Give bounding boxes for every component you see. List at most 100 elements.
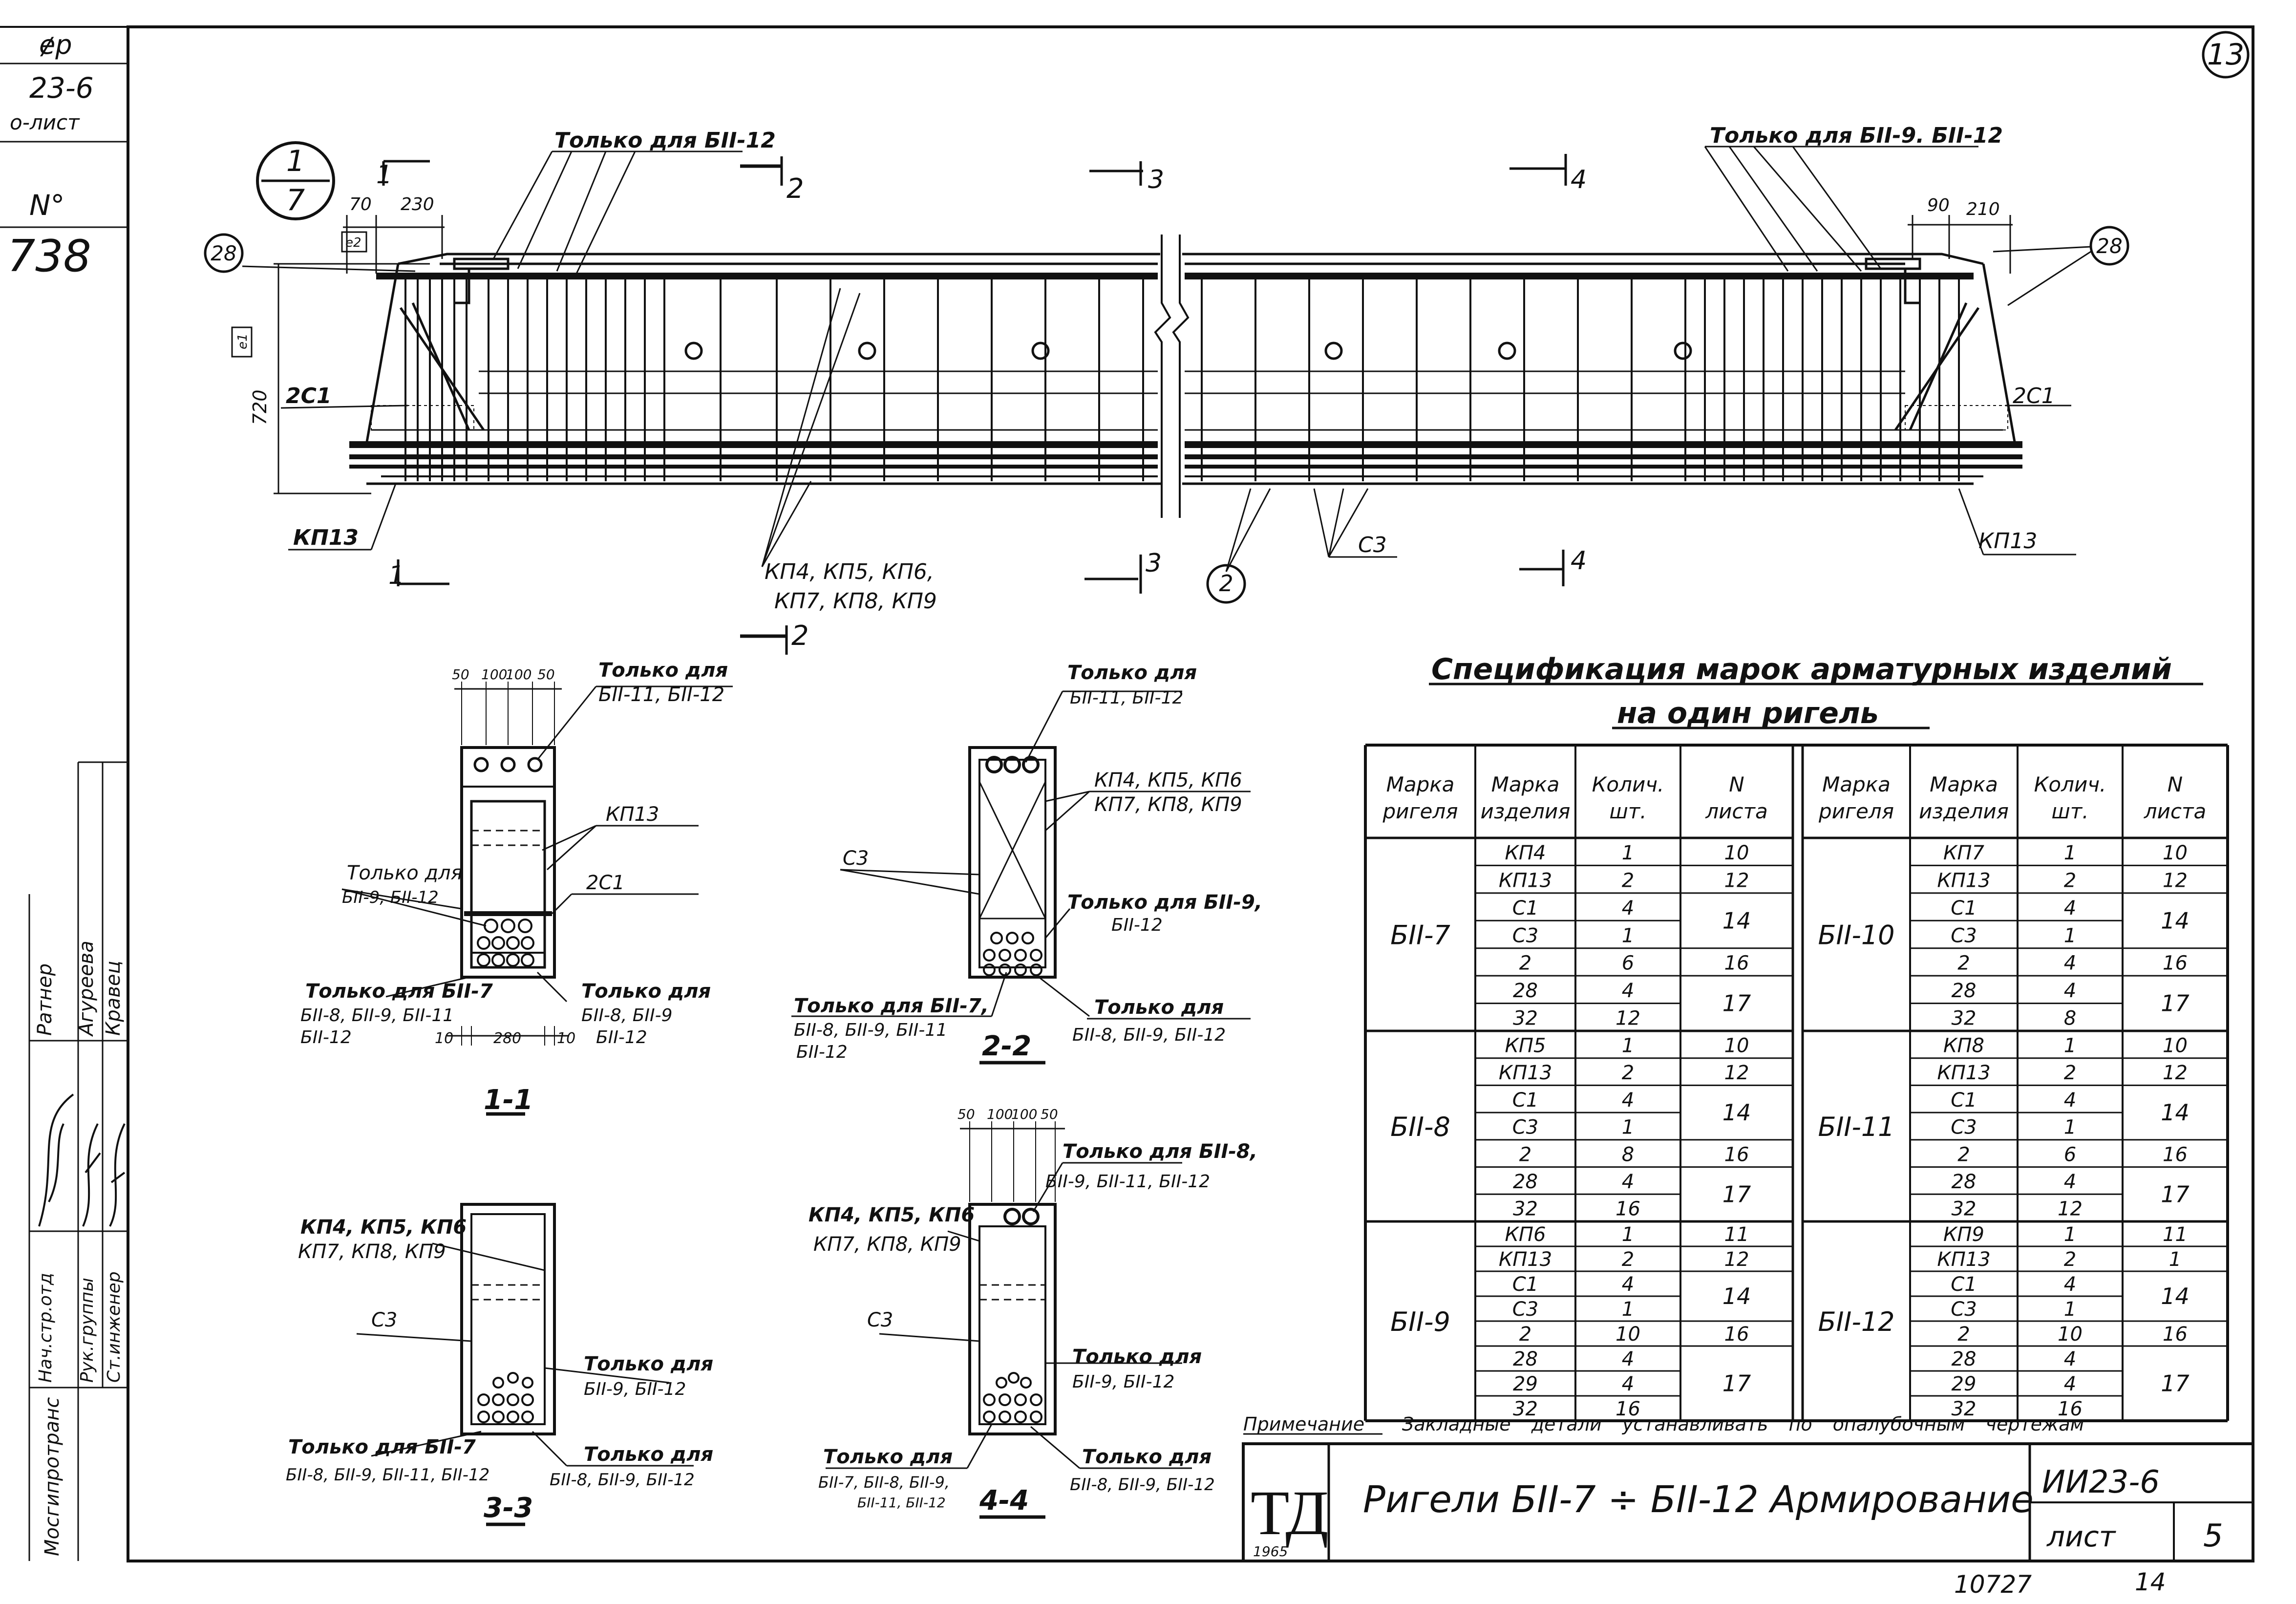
spec-item-mark: КП13 (1499, 869, 1552, 892)
spec-item-qty: 4 (2064, 1273, 2076, 1296)
spec-item-mark: 2 (1519, 952, 1531, 975)
spec-item-qty: 4 (1622, 980, 1634, 1002)
spec-item-mark: КП6 (1505, 1223, 1546, 1246)
spec-item-mark: 2 (1957, 1143, 1970, 1166)
spec-item-mark: С1 (1512, 1089, 1538, 1112)
stamp-code-fragment: ɇр (39, 29, 72, 60)
spec-sheet-no: 16 (1724, 1323, 1749, 1346)
spec-item-qty: 1 (1622, 1034, 1634, 1057)
spec-header-1: Марка (1822, 772, 1891, 796)
dim-e2: e2 (345, 235, 361, 250)
spec-item-qty: 4 (2064, 952, 2076, 975)
s1-title: 1-1 (484, 1084, 533, 1116)
dim-e1: e1 (235, 333, 250, 349)
beam-elevation (204, 141, 2129, 655)
spec-sheet-no: 12 (2163, 869, 2188, 892)
s1-dim-bottom-2: 280 (493, 1030, 521, 1047)
spec-item-mark: С3 (1512, 924, 1538, 947)
label-kp-group-2: КП7, КП8, КП9 (774, 589, 937, 614)
spec-sheet-no: 16 (2163, 1143, 2188, 1166)
spec-sheet-no: 12 (1724, 869, 1749, 892)
s4-dim-top-3: 100 (1011, 1106, 1037, 1122)
note-top-right: Только для БII-9. БII-12 (1710, 123, 2003, 148)
spec-item-qty: 2 (2064, 1062, 2076, 1084)
s1-note-bl-2: БII-8, БII-9, БII-11 (300, 1005, 454, 1026)
spec-item-qty: 4 (2064, 1171, 2076, 1193)
spec-sheet-no: 10 (2163, 842, 2188, 864)
s1-note-br-3: БII-12 (596, 1027, 647, 1048)
title-sheet-no: 5 (2203, 1518, 2223, 1554)
spec-header-2: Марка (1491, 772, 1560, 796)
label-28-right: 28 (2096, 234, 2122, 258)
signature-1 (38, 1093, 74, 1227)
spec-header-2: изделия (1919, 799, 2009, 823)
spec-item-mark: КП13 (1499, 1062, 1552, 1084)
spec-item-qty: 2 (2064, 1248, 2076, 1271)
stamp-organization: Мосгипротранс (41, 1397, 64, 1556)
spec-item-qty: 4 (1622, 1373, 1634, 1395)
corner-number-circle (2202, 31, 2250, 79)
label-2c1-right: 2С1 (2013, 384, 2055, 408)
spec-item-mark: КП8 (1943, 1034, 1984, 1057)
spec-item-mark: 29 (1952, 1373, 1977, 1395)
signature-3 (109, 1123, 126, 1227)
spec-rigel-mark: БII-11 (1818, 1112, 1894, 1142)
spec-item-mark: С3 (1951, 1298, 1977, 1321)
spec-sheet-no-merged: 14 (2161, 1099, 2190, 1126)
s3-note-bl-2: БII-8, БII-9, БII-11, БII-12 (286, 1465, 489, 1485)
label-kp13-right: КП13 (1978, 529, 2037, 554)
s2-note-mid-1: Только для БII-9, (1067, 891, 1262, 914)
s3-c3: С3 (371, 1309, 397, 1331)
spec-item-mark: С1 (1951, 1089, 1977, 1112)
s4-title: 4-4 (979, 1485, 1029, 1517)
spec-header-4: N (1729, 772, 1744, 796)
detail-mark-top: 1 (286, 144, 305, 178)
stamp-position-1: Нач.стр.отд (36, 1273, 56, 1383)
spec-item-qty: 2 (1622, 869, 1634, 892)
spec-item-mark: 32 (1513, 1198, 1538, 1220)
spec-sheet-no-merged: 17 (1722, 1370, 1751, 1397)
spec-item-qty: 2 (1622, 1248, 1634, 1271)
s1-dim-top-1: 50 (452, 666, 469, 683)
spec-item-qty: 1 (2064, 1034, 2076, 1057)
dim-70: 70 (349, 194, 372, 214)
s1-dim-top-2: 100 (481, 666, 507, 683)
spec-sheet-no: 1 (2169, 1248, 2181, 1271)
spec-item-mark: С3 (1951, 924, 1977, 947)
spec-sheet-no-merged: 17 (1722, 990, 1751, 1017)
s4-note-top-2: БII-9, БII-11, БII-12 (1045, 1172, 1210, 1192)
spec-header-3: шт. (1609, 799, 1646, 823)
stamp-number: 738 (7, 231, 91, 282)
footer-inv-no: 10727 (1954, 1570, 2032, 1599)
spec-item-qty: 1 (2064, 1298, 2076, 1321)
stamp-sheet-label: о-лист (10, 110, 80, 134)
spec-item-qty: 4 (2064, 980, 2076, 1002)
stamp-role-1: Ратнер (34, 963, 56, 1036)
section-2-2: Только для БII-11, БII-12 КП4, КП5, КП6 … (791, 662, 1262, 1065)
spec-header-1: Марка (1386, 772, 1455, 796)
title-block (1242, 1442, 2254, 1562)
s1-note-bl-1: Только для БII-7 (305, 980, 493, 1003)
spec-item-mark: 2 (1957, 1323, 1970, 1346)
section-4-4: 50 100 100 50 Только для БII-8, БII-9, Б… (808, 1106, 1257, 1519)
title-text: Ригели БII-7 ÷ БII-12 Армирование (1363, 1477, 2034, 1521)
s2-note-bl-2: БII-8, БII-9, БII-11 (794, 1020, 947, 1040)
spec-item-qty: 10 (2058, 1323, 2083, 1346)
s3-kp-1: КП4, КП5, КП6 (300, 1216, 467, 1239)
spec-item-qty: 4 (2064, 897, 2076, 920)
spec-item-qty: 2 (2064, 869, 2076, 892)
spec-rigel-mark: БII-10 (1818, 920, 1894, 951)
spec-item-qty: 10 (1616, 1323, 1640, 1346)
label-position-2: 2 (1219, 570, 1233, 597)
s2-c3: С3 (843, 847, 869, 870)
s2-note-br-2: БII-8, БII-9, БII-12 (1072, 1025, 1226, 1045)
cut-mark-1-bottom: 1 (388, 561, 404, 590)
spec-rigel-mark: БII-8 (1390, 1112, 1450, 1142)
spec-item-qty: 8 (2064, 1007, 2076, 1030)
s1-note-br-2: БII-8, БII-9 (581, 1005, 673, 1026)
s1-note-br-1: Только для (581, 980, 711, 1003)
spec-header-1: ригеля (1818, 799, 1894, 823)
cut-mark-4-top: 4 (1571, 165, 1587, 194)
label-kp13-left: КП13 (293, 525, 359, 550)
